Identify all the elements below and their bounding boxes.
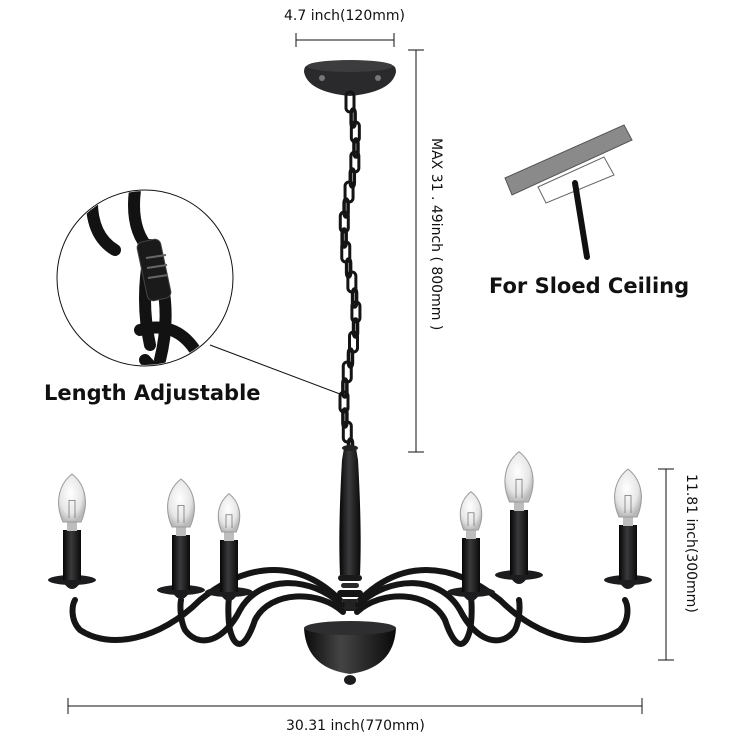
bulb-filament [467, 512, 475, 526]
ceiling-canopy [304, 60, 396, 96]
bulb-filament [225, 514, 233, 528]
sloped-ceiling-label: For Sloed Ceiling [489, 274, 690, 298]
chain-link [340, 227, 348, 249]
chain-link [350, 287, 359, 309]
candle-bulb [614, 468, 642, 518]
chain-link [342, 197, 350, 219]
bulb-filament [515, 478, 523, 498]
fixture-height-label: 11.81 inch(300mm) [683, 474, 699, 613]
candle-base [509, 575, 529, 584]
chain-link [352, 137, 360, 159]
bulb-base [466, 530, 476, 539]
total-width-dimension [67, 698, 643, 714]
candle-base [618, 580, 638, 589]
candle-sleeve [510, 510, 528, 575]
chain-length-dimension [408, 49, 424, 453]
chain-link [338, 210, 350, 234]
candle-bulb [167, 478, 195, 528]
bulb-base [176, 527, 186, 536]
candle-sleeve [63, 530, 81, 580]
candle-bulb [459, 490, 483, 531]
bulb-filament [177, 505, 185, 523]
candle-bulb [217, 492, 241, 533]
chain-detail-icon [56, 189, 234, 367]
top-width-label: 4.7 inch(120mm) [284, 8, 405, 24]
candle-base [171, 590, 191, 599]
center-bowl [304, 621, 396, 685]
sloped-ceiling-icon [504, 124, 633, 260]
candle-sleeve [172, 535, 190, 590]
bulb-filament [68, 500, 76, 518]
chain-link [341, 407, 349, 429]
candle-cups [48, 450, 652, 601]
bulb-base [67, 522, 77, 531]
candle-sleeve [619, 525, 637, 580]
top-width-dimension [295, 33, 395, 47]
candle-sleeve [462, 538, 480, 592]
candle-base [461, 592, 481, 601]
bulb-base [224, 532, 234, 541]
candle-sleeve [220, 540, 238, 592]
bulb-base [623, 517, 633, 526]
chandelier-arms [69, 567, 631, 647]
candle-base [219, 592, 239, 601]
candle-bulb [504, 450, 534, 503]
chain-link [351, 317, 360, 339]
candle-base [62, 580, 82, 589]
bulb-base [514, 502, 524, 511]
fixture-height-dimension [658, 468, 674, 661]
candle-bulb [58, 473, 86, 523]
center-stem [337, 445, 363, 611]
chain-length-label: MAX 31 . 49inch ( 800mm ) [428, 138, 444, 331]
total-width-label: 30.31 inch(770mm) [286, 718, 425, 734]
length-adjustable-label: Length Adjustable [44, 381, 261, 405]
chain-link [349, 107, 357, 129]
chain-link [341, 377, 349, 399]
hanging-chain [338, 90, 362, 459]
callout-leader-line [209, 344, 341, 395]
bulb-filament [624, 495, 632, 513]
